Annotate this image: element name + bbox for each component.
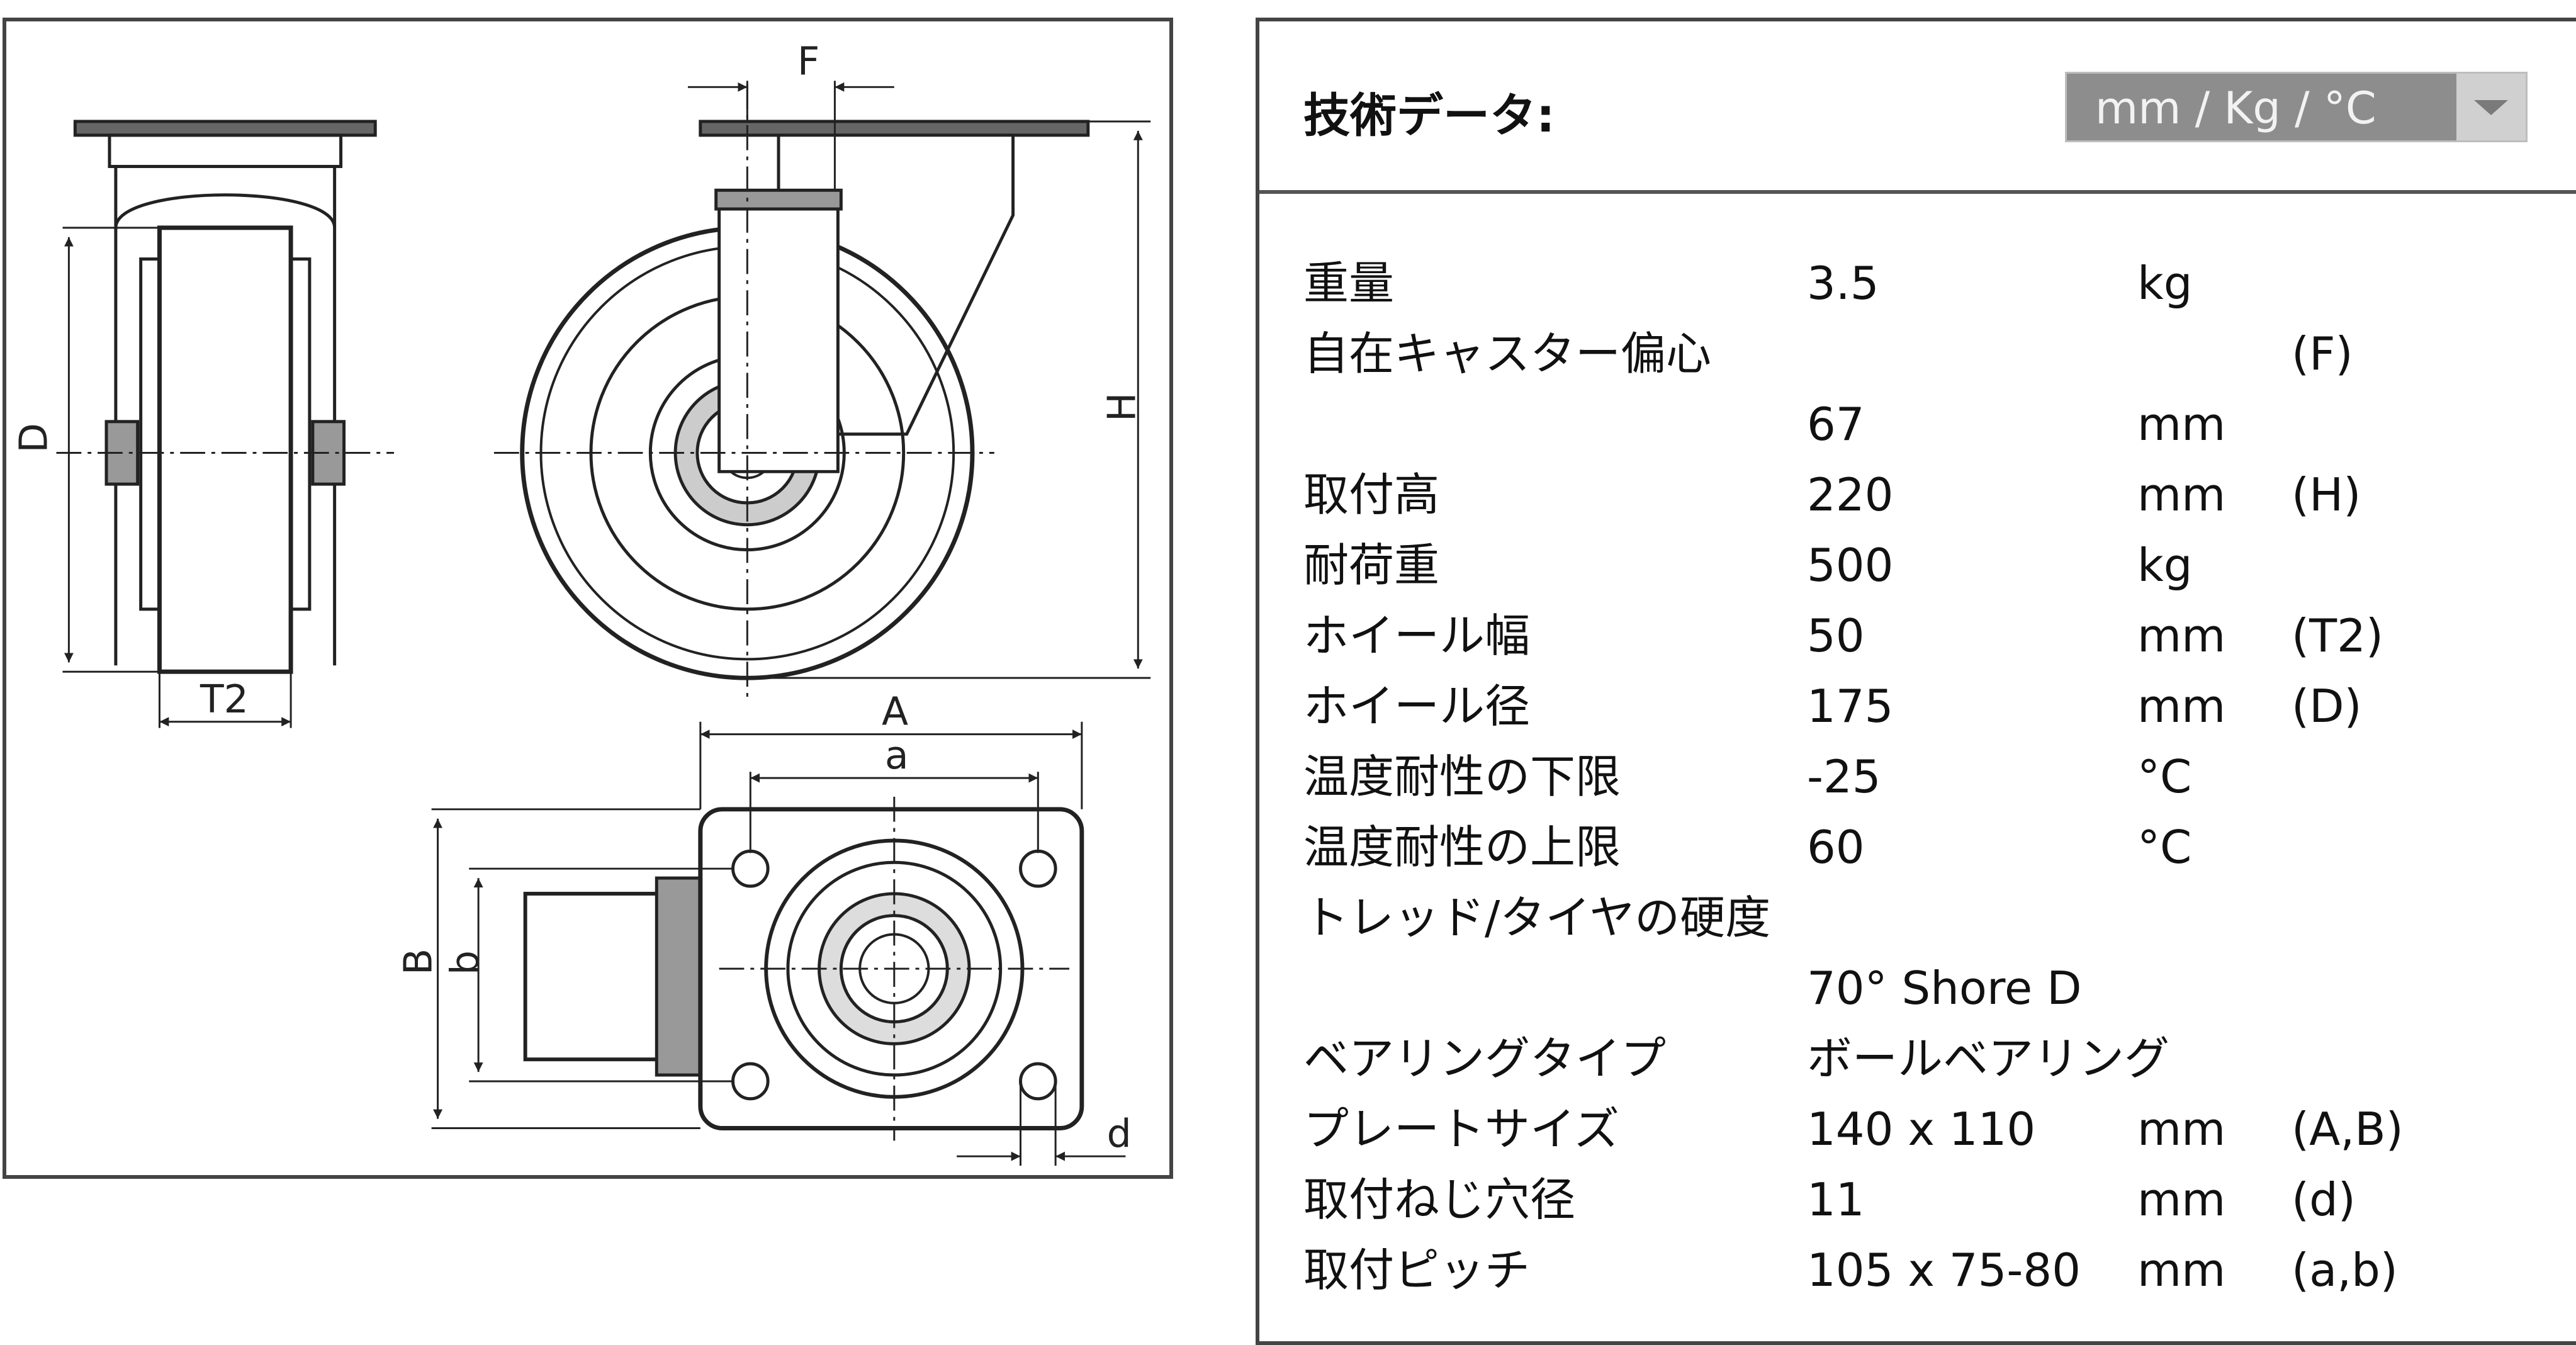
spec-unit: kg [2137,257,2193,310]
spec-row: 取付ピッチ 105 x 75-80 mm (a,b) [1303,1235,2576,1305]
spec-code: (d) [2292,1173,2356,1226]
spec-code: (H) [2292,468,2361,521]
unit-selector[interactable]: mm / Kg / °C [2065,72,2528,142]
spec-code: (a,b) [2292,1244,2398,1297]
unit-selector-value: mm / Kg / °C [2095,82,2376,134]
label-f: F [797,38,819,84]
spec-row: 取付高 220 mm (H) [1303,459,2576,530]
spec-value: 140 x 110 [1807,1103,2036,1156]
spec-value: 500 [1807,539,1894,592]
technical-drawing-panel: D T2 F H [3,18,1173,1179]
label-t2: T2 [200,677,249,722]
unit-selector-toggle[interactable] [2456,74,2526,140]
spec-label: 温度耐性の下限 [1303,750,1621,803]
spec-value: 60 [1807,821,1865,874]
front-view [56,120,395,728]
spec-row: ホイール径 175 mm (D) [1303,671,2576,741]
spec-row: トレッド/タイヤの硬度 [1303,882,2576,953]
spec-value: 3.5 [1807,257,1879,310]
spec-unit: °C [2137,750,2192,803]
spec-value: 70° Shore D [1807,962,2082,1015]
label-d-front: D [11,423,57,453]
spec-label: ベアリングタイプ [1303,1032,1667,1085]
spec-row: 取付ねじ穴径 11 mm (d) [1303,1164,2576,1235]
spec-label: ホイール幅 [1303,609,1531,662]
spec-row: 温度耐性の上限 60 °C [1303,812,2576,882]
spec-row: 温度耐性の下限 -25 °C [1303,741,2576,812]
spec-value: -25 [1807,750,1881,803]
label-h: H [1099,393,1144,422]
spec-value: ボールベアリング [1807,1032,2170,1085]
spec-unit: mm [2137,1103,2226,1156]
spec-unit: mm [2137,680,2226,733]
spec-row: 67 mm [1303,389,2576,459]
spec-row: ホイール幅 50 mm (T2) [1303,600,2576,671]
spec-row: 耐荷重 500 kg [1303,530,2576,600]
spec-row: 重量 3.5 kg [1303,248,2576,318]
spec-code: (A,B) [2292,1103,2404,1156]
spec-unit: mm [2137,1173,2226,1226]
spec-row: ベアリングタイプ ボールベアリング [1303,1023,2576,1094]
spec-code: (F) [2292,327,2353,380]
data-header: 技術データ: mm / Kg / °C [1259,21,2576,194]
spec-label: 耐荷重 [1303,539,1440,592]
spec-value: 11 [1807,1173,1865,1226]
spec-label: 取付ピッチ [1303,1244,1531,1297]
spec-value: 105 x 75-80 [1807,1244,2081,1297]
spec-label: 取付高 [1303,468,1440,521]
spec-unit: °C [2137,821,2192,874]
spec-label: 重量 [1303,257,1395,310]
spec-label: 自在キャスター偏心 [1303,327,1712,380]
caster-drawing: D T2 F H [11,38,1151,1166]
chevron-down-icon [2474,100,2508,115]
side-view [493,81,1151,697]
spec-value: 175 [1807,680,1894,733]
spec-label: プレートサイズ [1303,1103,1619,1156]
spec-unit: mm [2137,468,2226,521]
spec-unit: mm [2137,1244,2226,1297]
label-a-lower: a [885,733,909,778]
spec-unit: mm [2137,398,2226,451]
label-b-upper: B [396,948,441,975]
spec-value: 67 [1807,398,1865,451]
technical-data-panel: 技術データ: mm / Kg / °C 重量 3.5 kg 自在キャスター偏心 … [1256,18,2576,1345]
spec-unit: mm [2137,609,2226,662]
spec-row: 自在キャスター偏心 (F) [1303,318,2576,389]
spec-row: プレートサイズ 140 x 110 mm (A,B) [1303,1094,2576,1164]
label-d-hole: d [1107,1111,1132,1156]
label-b-lower: b [442,950,488,975]
spec-list: 重量 3.5 kg 自在キャスター偏心 (F) 67 mm 取付高 220 mm… [1303,248,2576,1305]
spec-label: 取付ねじ穴径 [1303,1173,1576,1226]
spec-value: 50 [1807,609,1865,662]
spec-code: (T2) [2292,609,2383,662]
spec-value: 220 [1807,468,1894,521]
spec-unit: kg [2137,539,2193,592]
spec-label: トレッド/タイヤの硬度 [1303,891,1771,944]
plate-top-view [431,721,1126,1166]
spec-row: 70° Shore D [1303,953,2576,1023]
spec-label: 温度耐性の上限 [1303,821,1621,874]
spec-code: (D) [2292,680,2362,733]
data-title: 技術データ: [1303,89,1555,143]
spec-label: ホイール径 [1303,680,1531,733]
label-a-upper: A [882,689,908,734]
